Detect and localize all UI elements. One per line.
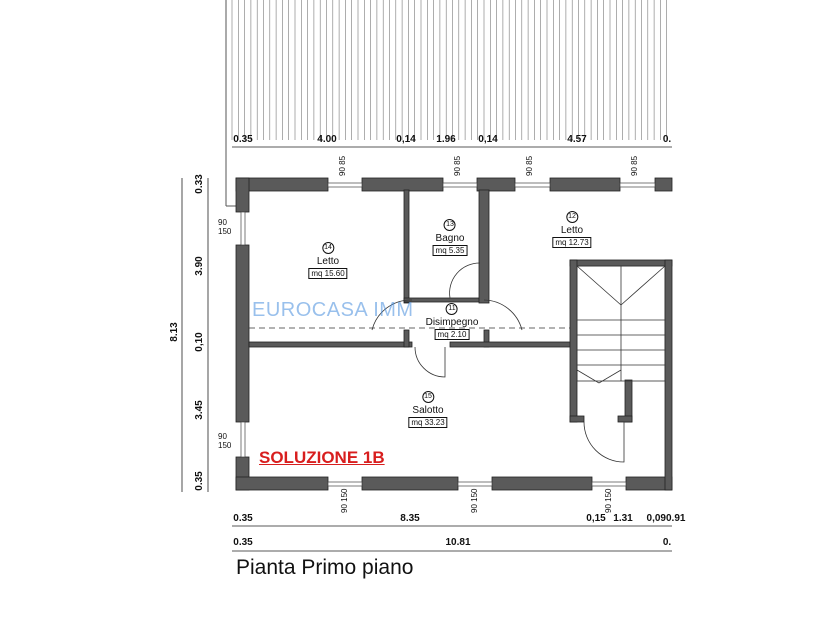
room-area: mq 15.60 [308,268,348,279]
top-dimension: 4.00 [317,134,337,145]
bottom-dimension: 8.35 [400,513,420,524]
left-dimension: 0.35 [194,471,205,491]
left-dimension: 0,10 [194,332,205,352]
room-number: 15 [421,391,434,403]
window-label: 90 85 [338,155,347,176]
window-label: 90 150 [340,488,349,513]
windows [240,182,656,487]
window-label: 90 85 [630,155,639,176]
left-dimension: 0.33 [194,174,205,194]
left-total-dimension: 8.13 [169,322,180,342]
room-area: mq 2.10 [434,329,470,340]
walls [235,177,673,491]
room-name: Disimpegno [425,317,479,328]
room-name: Salotto [412,405,444,416]
bottom-dimension: 0,090.91 [646,513,686,524]
room-area: mq 5.35 [432,245,468,256]
plan-title: Pianta Primo piano [236,556,414,579]
staircase [576,265,666,384]
bottom-dimension: 10.81 [445,537,471,548]
terrace-hatching [231,0,668,140]
top-dimension: 4.57 [567,134,587,145]
room-number: 12 [565,211,578,223]
bottom-dimension: 0. [662,537,672,548]
dimension-lines [181,146,672,552]
window-label: 90 85 [453,155,462,176]
top-dimension: 0,14 [396,134,416,145]
bottom-dimension: 0,15 [586,513,606,524]
bottom-dimension: 1.31 [613,513,633,524]
room-name: Letto [316,256,340,267]
watermark-logo: EUROCASA IMM [252,299,414,321]
room-name: Letto [560,225,584,236]
left-dimension: 3.45 [194,400,205,420]
room-letto-14: 14 Letto mq 15.60 [308,241,348,279]
room-disimpegno-11: 11 Disimpegno mq 2.10 [425,302,479,340]
top-dimension: 0. [662,134,672,145]
bottom-dimension: 0.35 [233,513,253,524]
window-label: 90 150 [470,488,479,513]
left-dimension: 3.90 [194,256,205,276]
window-label: 90 150 [604,488,613,513]
room-number: 13 [444,219,456,231]
top-dimension: 0,14 [478,134,498,145]
solution-label: SOLUZIONE 1B [259,448,385,467]
doors [249,262,625,463]
room-number: 14 [321,242,334,254]
room-letto-12: 12 Letto mq 12.73 [552,210,592,248]
room-salotto-15: 15 Salotto mq 33.23 [408,390,448,428]
room-bagno-13: 13 Bagno mq 5.35 [432,218,468,256]
window-label: 90 85 [525,155,534,176]
bottom-dimension: 0.35 [233,537,253,548]
room-name: Bagno [435,233,465,244]
top-dimension: 1.96 [436,134,456,145]
top-dimension: 0.35 [233,134,253,145]
room-area: mq 33.23 [408,417,448,428]
room-number: 11 [446,303,458,315]
room-area: mq 12.73 [552,237,592,248]
